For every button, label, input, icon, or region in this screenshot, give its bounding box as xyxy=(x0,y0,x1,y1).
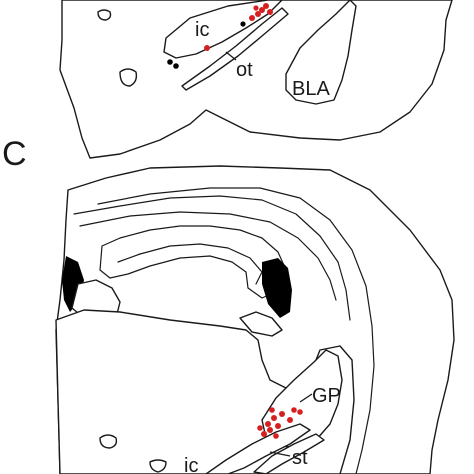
labeled-cell xyxy=(249,15,255,21)
labeled-cell xyxy=(271,415,277,421)
labeled-cell xyxy=(267,427,273,433)
panel-label: C xyxy=(2,135,27,173)
labeled-cell xyxy=(279,411,285,417)
ventricle-adjacent-lobe xyxy=(239,311,283,337)
labeled-cell xyxy=(275,423,281,429)
ot-leader-line xyxy=(225,51,237,61)
label-ot: ot xyxy=(236,59,253,81)
label-bla: BLA xyxy=(292,78,330,100)
labeled-cell xyxy=(273,433,279,439)
label-ic-top: ic xyxy=(195,19,209,41)
top-section-outline xyxy=(59,0,453,159)
striatum-inner-contour xyxy=(117,243,263,285)
internal-capsule-lower xyxy=(205,423,311,474)
unlabeled-cell xyxy=(167,59,173,65)
label-ic-bottom: ic xyxy=(184,455,198,474)
white-matter-band-2 xyxy=(79,211,337,301)
vessel-outline-bottom-2 xyxy=(149,459,167,473)
vessel-outline-top-1 xyxy=(97,9,112,21)
labeled-cell xyxy=(265,421,271,427)
white-matter-band-1 xyxy=(73,195,351,321)
vessel-outline-bottom-1 xyxy=(99,434,118,449)
st-leader-line xyxy=(269,451,291,457)
label-gp: GP xyxy=(312,385,341,407)
internal-capsule-region xyxy=(163,0,283,59)
labeled-cell xyxy=(267,9,273,15)
label-st: st xyxy=(292,447,308,469)
labeled-cell xyxy=(263,3,269,9)
stria-terminalis xyxy=(253,433,325,474)
right-ventricle xyxy=(262,258,292,318)
gp-leader-line xyxy=(299,393,313,403)
labeled-cell xyxy=(259,7,265,13)
labeled-cell xyxy=(204,45,210,51)
labeled-cell xyxy=(261,431,267,437)
cortex-inner-boundary xyxy=(97,187,375,474)
labeled-cell xyxy=(269,407,275,413)
vessel-outline-top-2 xyxy=(119,68,138,87)
labeled-cell xyxy=(291,407,297,413)
unlabeled-cell xyxy=(240,21,246,27)
top-brain-section: ic ot BLA xyxy=(59,0,453,159)
labeled-cell xyxy=(287,417,293,423)
labeled-cell xyxy=(257,425,263,431)
bottom-brain-section: GP st ic xyxy=(55,165,455,474)
labeled-cell xyxy=(255,11,261,17)
labeled-cell xyxy=(297,409,303,415)
striatum-contour xyxy=(99,225,287,299)
labeled-cell xyxy=(253,5,259,11)
basolateral-amygdala-region xyxy=(285,0,357,105)
unlabeled-cell xyxy=(173,63,179,69)
